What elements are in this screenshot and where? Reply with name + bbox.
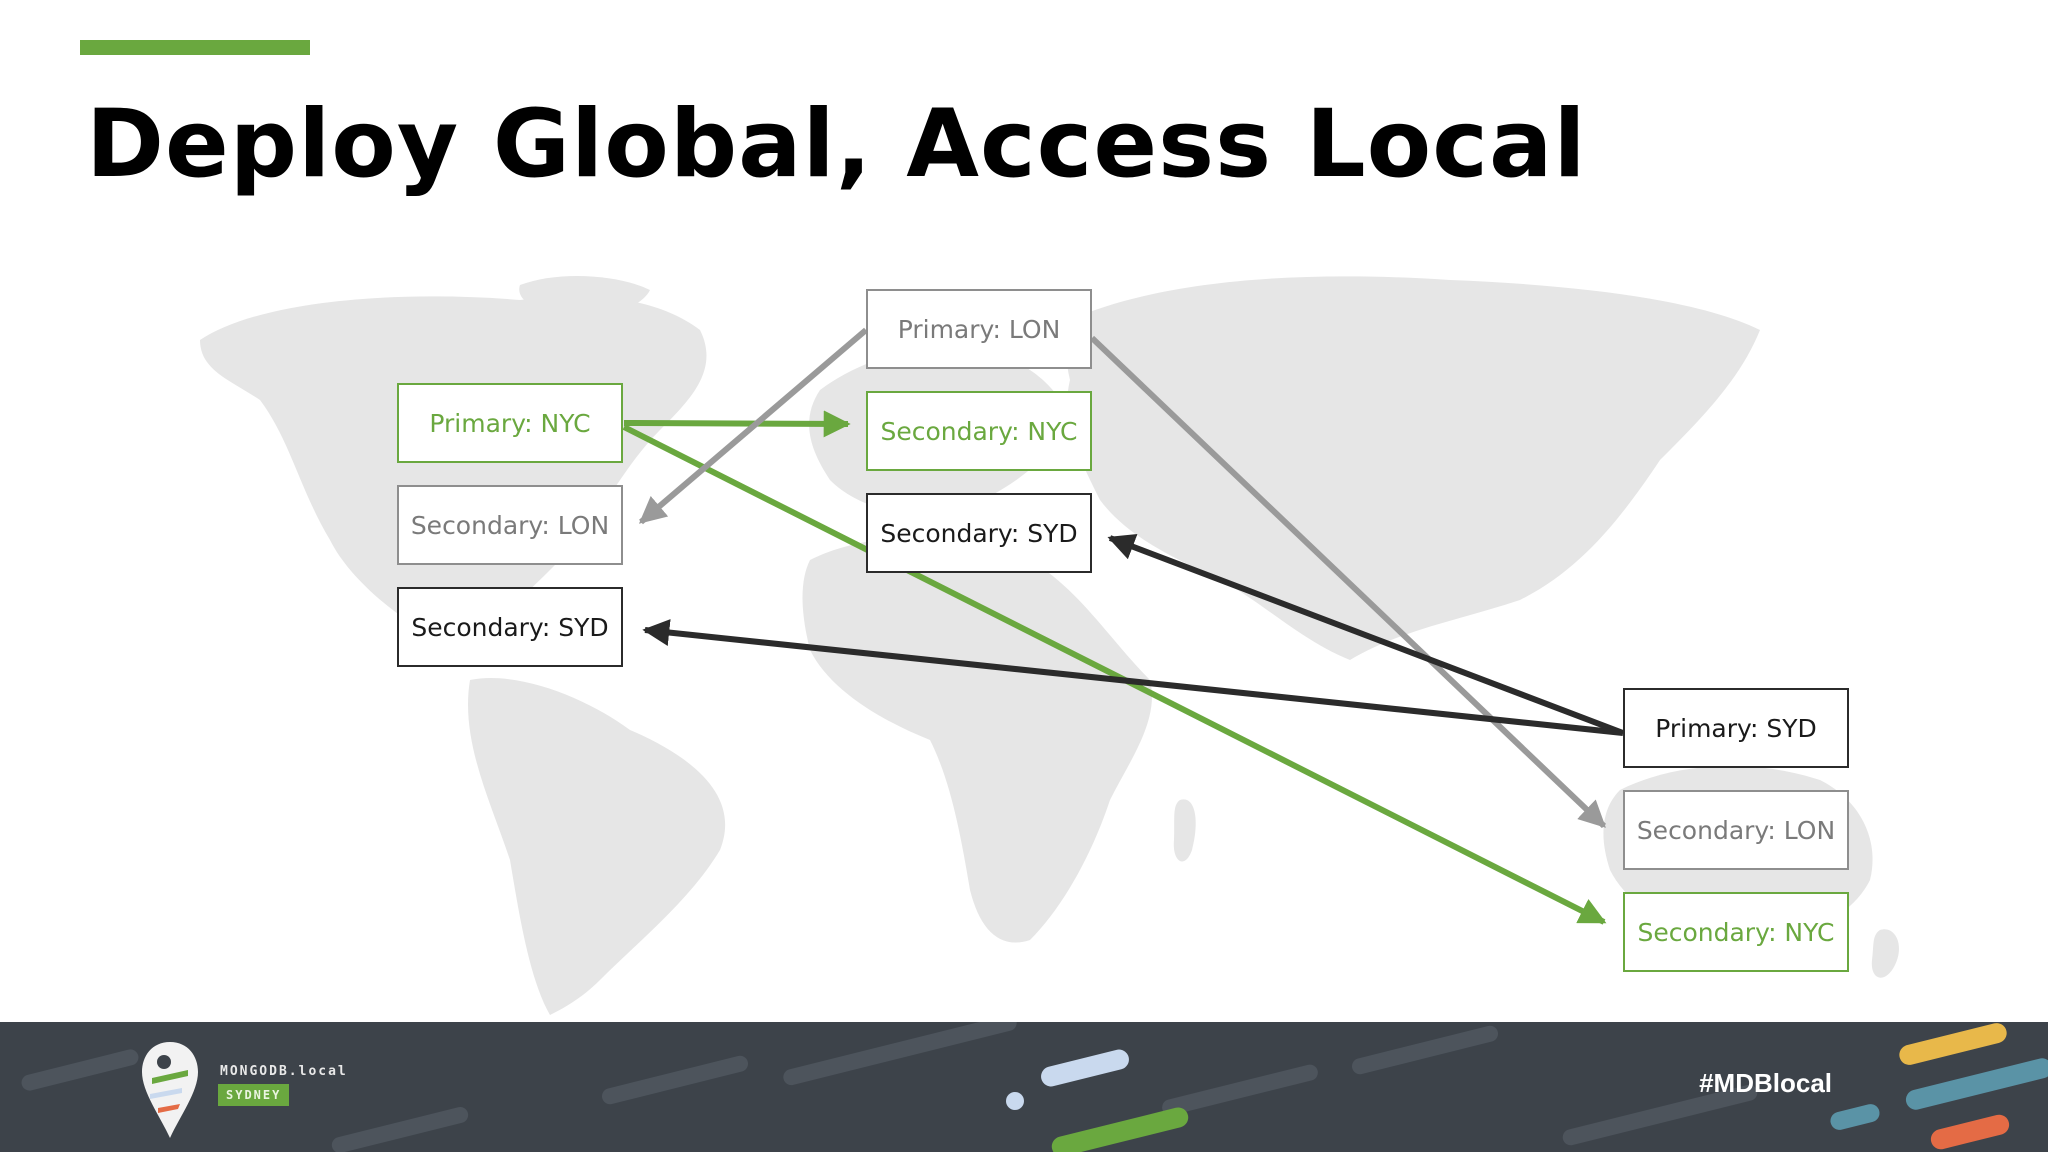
footer-streak-teal — [1903, 1056, 2048, 1112]
replica-node-nyc-sec-syd: Secondary: SYD — [397, 587, 623, 667]
footer-streak — [600, 1054, 750, 1106]
mongodb-local-logo-icon — [142, 1042, 198, 1138]
logo-location-badge: SYDNEY — [218, 1084, 290, 1106]
asia-shape — [1066, 276, 1760, 660]
footer-streak-highlight — [1038, 1047, 1132, 1089]
footer-streak-teal — [1828, 1102, 1882, 1132]
replica-node-nyc-sec-lon: Secondary: LON — [397, 485, 623, 565]
replica-node-lon-primary: Primary: LON — [866, 289, 1092, 369]
south-america-shape — [468, 678, 726, 1015]
replica-node-syd-sec-lon: Secondary: LON — [1623, 790, 1849, 870]
footer-streak-yellow — [1897, 1022, 2009, 1068]
replica-node-syd-primary: Primary: SYD — [1623, 688, 1849, 768]
madagascar-shape — [1173, 799, 1196, 862]
footer-streak — [330, 1105, 470, 1152]
arrow-nyc-primary-to-syd-sec-nyc — [622, 424, 1607, 925]
africa-shape — [802, 537, 1152, 943]
replication-arrows — [622, 327, 1625, 925]
arrow-lon-primary-to-syd-sec-lon — [1089, 335, 1607, 829]
replica-node-nyc-primary: Primary: NYC — [397, 383, 623, 463]
new-zealand-shape — [1871, 929, 1900, 978]
replica-node-syd-sec-nyc: Secondary: NYC — [1623, 892, 1849, 972]
footer-streak-green — [1049, 1105, 1191, 1152]
replica-node-lon-sec-syd: Secondary: SYD — [866, 493, 1092, 573]
footer-streak — [19, 1047, 141, 1093]
logo-wordmark: MONGODB.local — [220, 1064, 348, 1079]
footer-streak — [1350, 1024, 1500, 1076]
slide-title: Deploy Global, Access Local — [86, 90, 1587, 199]
arrow-nyc-primary-to-lon-sec-nyc — [623, 410, 851, 438]
world-map-diagram — [200, 275, 1900, 1015]
arrow-syd-primary-to-lon-sec-syd — [1107, 534, 1625, 736]
north-america-shape — [200, 296, 707, 640]
greenland-shape — [519, 275, 650, 317]
footer-streak-orange — [1928, 1112, 2012, 1152]
footer-bar: MONGODB.local SYDNEY #MDBlocal — [0, 1022, 2048, 1152]
footer-streak — [781, 1022, 1019, 1087]
footer-dot — [1006, 1092, 1024, 1110]
event-hashtag: #MDBlocal — [1699, 1068, 1832, 1098]
arrow-syd-primary-to-nyc-sec-syd — [642, 619, 1624, 736]
arrow-lon-primary-to-nyc-sec-lon — [638, 327, 868, 525]
world-map-background — [200, 275, 1900, 1015]
title-accent-bar — [80, 40, 310, 55]
replica-node-lon-sec-nyc: Secondary: NYC — [866, 391, 1092, 471]
